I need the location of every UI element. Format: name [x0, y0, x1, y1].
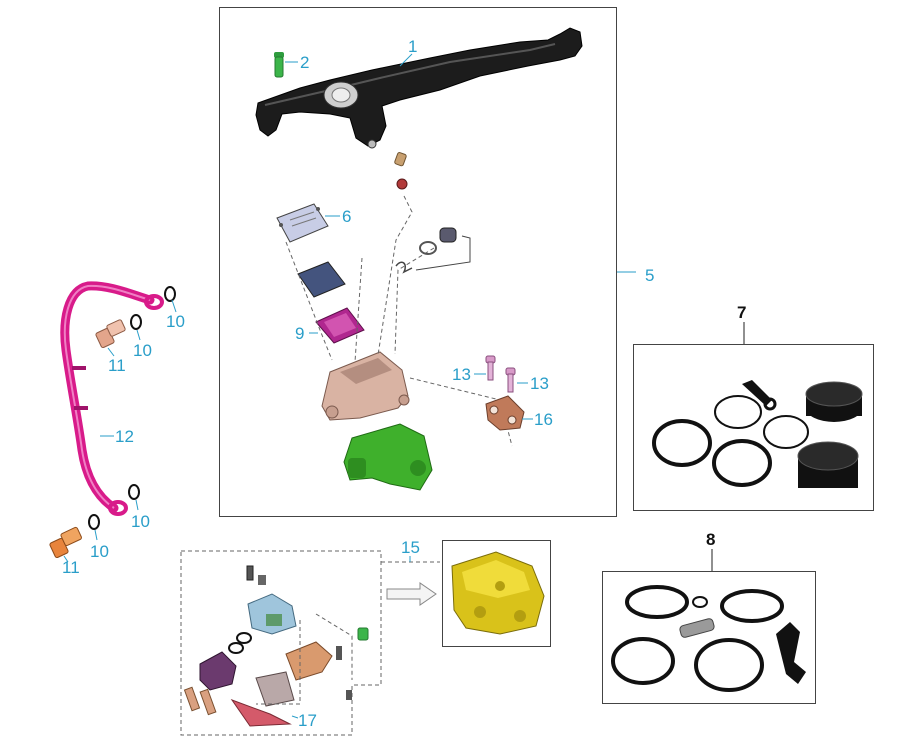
callout-13b: 13 — [530, 374, 549, 393]
assembly-line-a — [377, 195, 413, 356]
clamp-icon[interactable] — [485, 395, 525, 431]
leader-10a — [171, 299, 177, 313]
assembly-line-e — [394, 247, 435, 355]
callout-8: 8 — [706, 530, 715, 549]
master-cylinder-icon[interactable] — [321, 351, 410, 421]
callout-17: 17 — [298, 711, 317, 730]
master-cylinder-frame — [219, 7, 617, 517]
reservoir-cap-icon[interactable] — [276, 203, 329, 243]
leader-10c — [135, 499, 139, 511]
callout-6: 6 — [342, 207, 351, 226]
callout-10c: 10 — [131, 512, 150, 531]
callout-16: 16 — [534, 410, 553, 429]
diaphragm-icon — [297, 261, 346, 298]
caliper-dash-a — [256, 620, 301, 705]
leader-11b — [63, 555, 69, 563]
adjuster-screw-icon — [394, 152, 408, 190]
leader-1 — [399, 53, 413, 67]
callout-11a: 11 — [108, 356, 126, 375]
callout-5: 5 — [645, 266, 654, 285]
leader-10b — [136, 329, 141, 341]
caliper-icon[interactable] — [451, 551, 545, 635]
pivot-pin-icon[interactable] — [274, 52, 284, 78]
caliper-dash-b — [315, 613, 353, 680]
arrow-right-icon — [386, 582, 437, 606]
callout-10d: 10 — [90, 542, 109, 561]
callout-11b: 11 — [62, 558, 80, 577]
seal-kit-icon[interactable] — [652, 380, 863, 488]
banjo-bolt-icon[interactable] — [49, 319, 126, 559]
callout-12: 12 — [115, 427, 134, 446]
callout-7: 7 — [737, 303, 746, 322]
seal-kit-8-icon[interactable] — [611, 585, 806, 692]
leader-17 — [291, 715, 299, 719]
leader-11a — [107, 347, 115, 357]
seal-kit-7-frame — [633, 344, 874, 511]
brake-lever-icon[interactable] — [255, 27, 583, 149]
boot-icon — [395, 227, 471, 274]
callout-9: 9 — [295, 324, 304, 343]
callout-13a: 13 — [452, 365, 471, 384]
seal-kit-8-frame — [602, 571, 816, 704]
caliper-parts-icon — [183, 565, 369, 727]
master-cylinder-cover-icon — [343, 423, 433, 491]
caliper-assembly-frame — [442, 540, 551, 647]
callout-10a: 10 — [166, 312, 185, 331]
brake-hose-icon[interactable] — [60, 281, 164, 516]
seal-plate-icon[interactable] — [315, 307, 365, 344]
bolt-icon[interactable] — [485, 355, 516, 393]
callout-2: 2 — [300, 53, 309, 72]
assembly-line-c — [354, 257, 363, 363]
assembly-line-b — [285, 241, 333, 361]
callout-1: 1 — [408, 37, 417, 56]
leader-10d — [94, 529, 98, 541]
callout-10b: 10 — [133, 341, 152, 360]
washer-icon[interactable] — [88, 286, 176, 530]
caliper-group-frame — [180, 550, 382, 736]
callout-15: 15 — [401, 538, 420, 557]
